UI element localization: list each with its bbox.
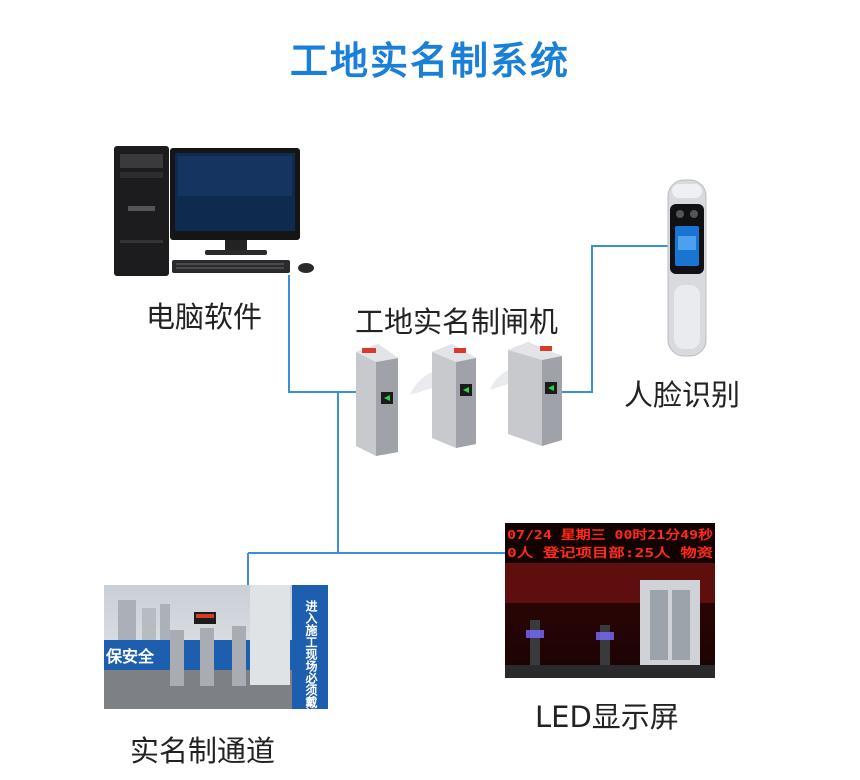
label-computer-software: 电脑软件 xyxy=(146,300,263,334)
label-led-display: LED显示屏 xyxy=(535,700,679,734)
turnstile-gate-2 xyxy=(410,344,476,448)
connector-computer-gate xyxy=(288,275,356,393)
channel-banner-text: 保安全 xyxy=(105,647,155,666)
label-turnstile-gates: 工地实名制闸机 xyxy=(355,305,559,339)
label-real-name-channel: 实名制通道 xyxy=(130,734,276,768)
page-title: 工地实名制系统 xyxy=(289,39,570,83)
face-recognition-terminal xyxy=(667,179,707,357)
led-line-1: 07/24 星期三 00时21分49秒 xyxy=(507,527,714,542)
turnstile-gate-1 xyxy=(356,344,398,456)
channel-sign-vertical: 进入施工现场必须戴好安全帽 xyxy=(304,599,318,757)
connector-face-gate xyxy=(561,245,668,393)
label-face-recognition: 人脸识别 xyxy=(624,378,741,412)
computer-icon xyxy=(114,146,314,276)
led-line-2: 0人 登记项目部:25人 物资 xyxy=(507,545,714,560)
channel-photo: 进入施工现场必须戴好安全帽 保安全 xyxy=(104,585,328,757)
connector-lines xyxy=(247,245,668,585)
led-display-photo: 07/24 星期三 00时21分49秒 0人 登记项目部:25人 物资 xyxy=(505,523,715,678)
turnstile-gate-3 xyxy=(490,342,562,446)
